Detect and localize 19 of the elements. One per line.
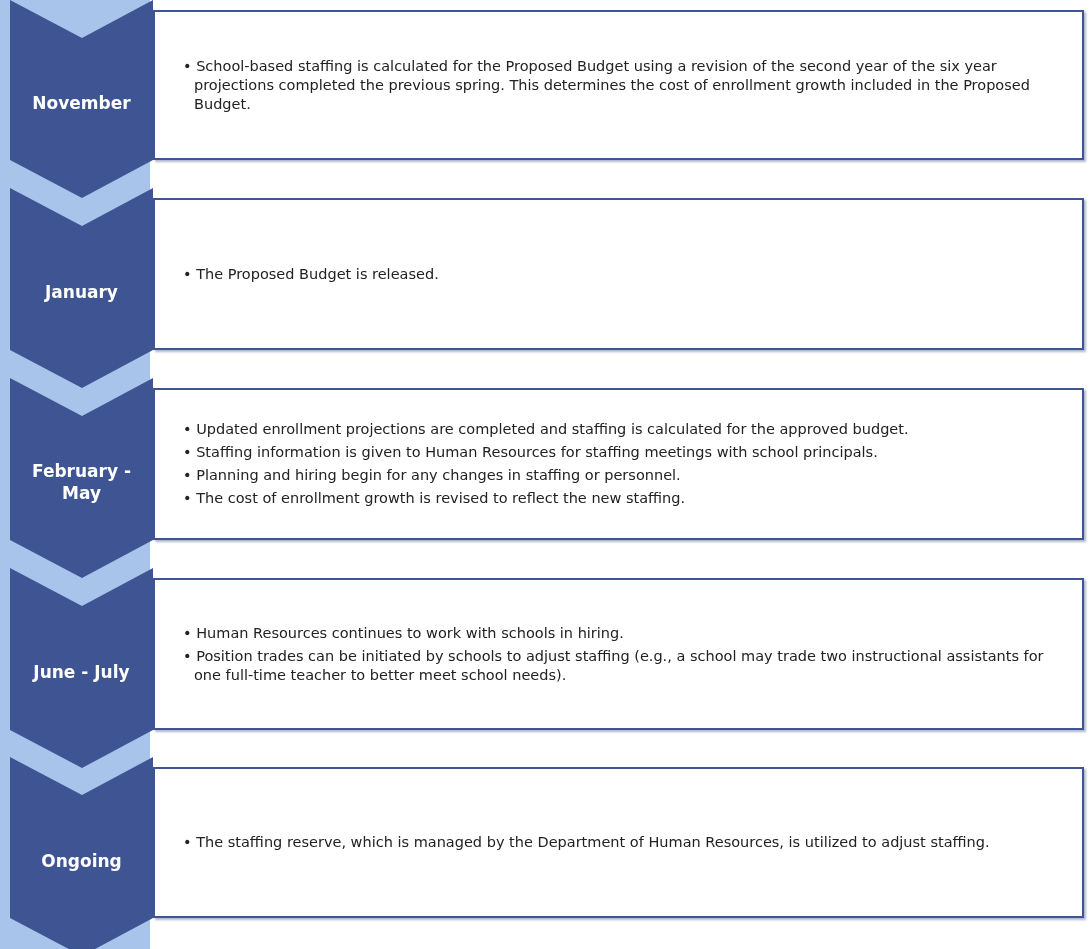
bullet-text: • Planning and hiring begin for any changes in staffing or personnel. <box>183 466 682 485</box>
month-label: January <box>43 281 119 303</box>
month-label: Ongoing <box>40 849 123 872</box>
bullet-text: • The cost of enrollment growth is revised to reflect the new staffing. <box>183 489 687 508</box>
bullet-text: • School-based staffing is calculated for the Proposed Budget using a revision of the second year of the six year projections completed the previous spring. This determines the cost of enrollment growth included in the Proposed Budget. <box>183 56 1031 114</box>
bullet-text: • Position trades can be initiated by schools to adjust staffing (e.g., a school may trade two instructional assistants for one full-time teacher to better meet school needs). <box>183 646 1045 685</box>
text-box <box>153 767 1084 918</box>
text-box <box>153 10 1084 160</box>
month-label: February - May <box>31 460 132 504</box>
bullet-text: • Staffing information is given to Human Resources for staffing meetings with school principals. <box>183 443 879 462</box>
bullet-text: • Updated enrollment projections are completed and staffing is calculated for the approved budget. <box>183 420 909 439</box>
bullet-text: • Human Resources continues to work with schools in hiring. <box>183 623 625 643</box>
bullet-text: • The staffing reserve, which is managed by the Department of Human Resources, is utilized to adjust staffing. <box>183 833 990 852</box>
text-box <box>153 388 1084 540</box>
text-box <box>153 578 1084 730</box>
month-label: June - July <box>31 661 131 683</box>
month-label: November <box>31 92 132 114</box>
text-box <box>153 198 1084 350</box>
bullet-text: • The Proposed Budget is released. <box>183 264 439 284</box>
